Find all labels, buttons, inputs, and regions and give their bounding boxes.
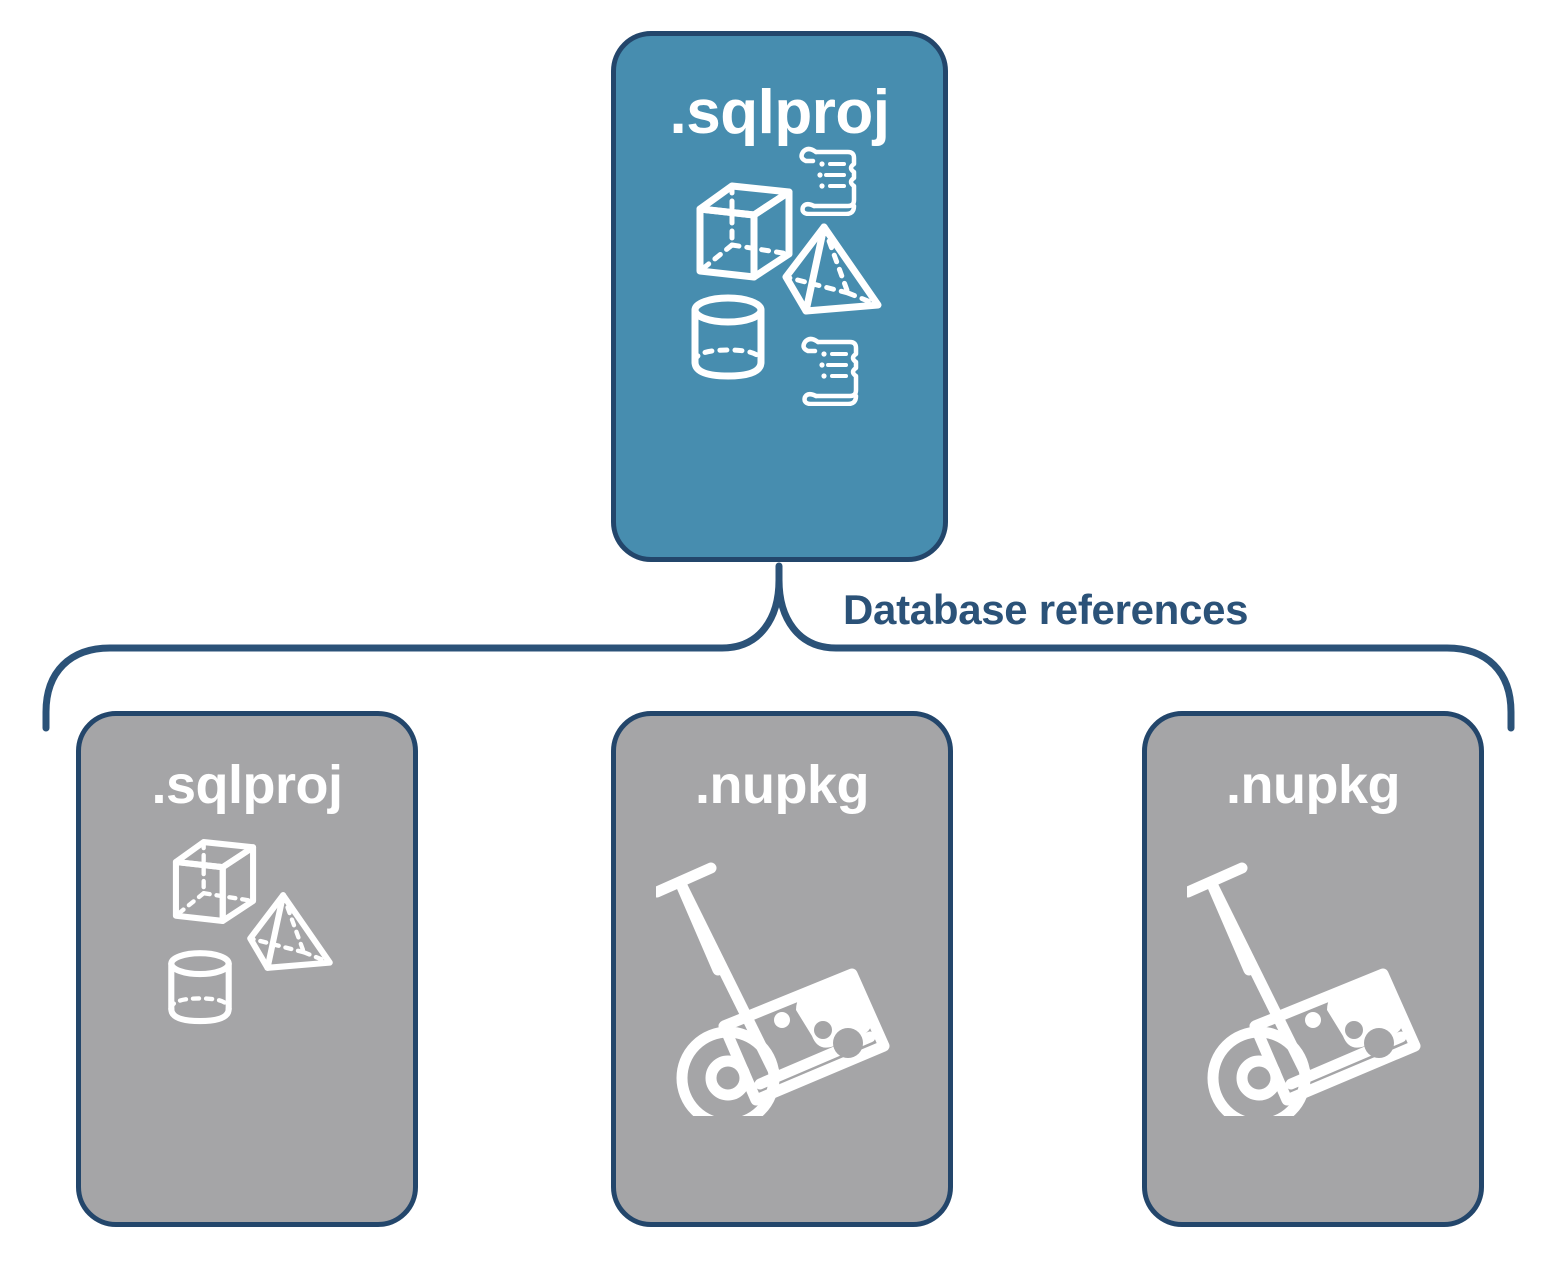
node-child-sqlproj[interactable]: .sqlproj	[76, 711, 418, 1227]
cylinder-wireframe-icon	[165, 948, 235, 1033]
node-child-label-1: .sqlproj	[151, 755, 343, 815]
hand-truck-package-icon	[1182, 848, 1449, 1130]
node-child-label-2: .nupkg	[695, 755, 869, 815]
node-child-nupkg-1[interactable]: .nupkg	[611, 711, 953, 1227]
connector-label: Database references	[843, 586, 1249, 633]
cylinder-wireframe-icon	[688, 292, 768, 389]
node-child-icon-area-1	[81, 812, 413, 1222]
node-child-icon-area-2	[616, 812, 948, 1222]
cube-wireframe-icon	[169, 836, 260, 932]
node-root-sqlproj[interactable]: .sqlproj	[611, 31, 948, 562]
cube-wireframe-icon	[692, 179, 797, 289]
node-child-icon-area-3	[1147, 812, 1479, 1222]
node-root-icon-area	[616, 144, 943, 557]
pyramid-wireframe-icon	[780, 221, 884, 322]
node-child-label-3: .nupkg	[1226, 755, 1400, 815]
node-child-nupkg-2[interactable]: .nupkg	[1142, 711, 1484, 1227]
node-root-label: .sqlproj	[669, 78, 890, 147]
scroll-script-icon	[798, 334, 864, 411]
pyramid-wireframe-icon	[245, 890, 335, 978]
hand-truck-package-icon	[651, 848, 918, 1130]
scroll-script-icon	[796, 144, 862, 221]
